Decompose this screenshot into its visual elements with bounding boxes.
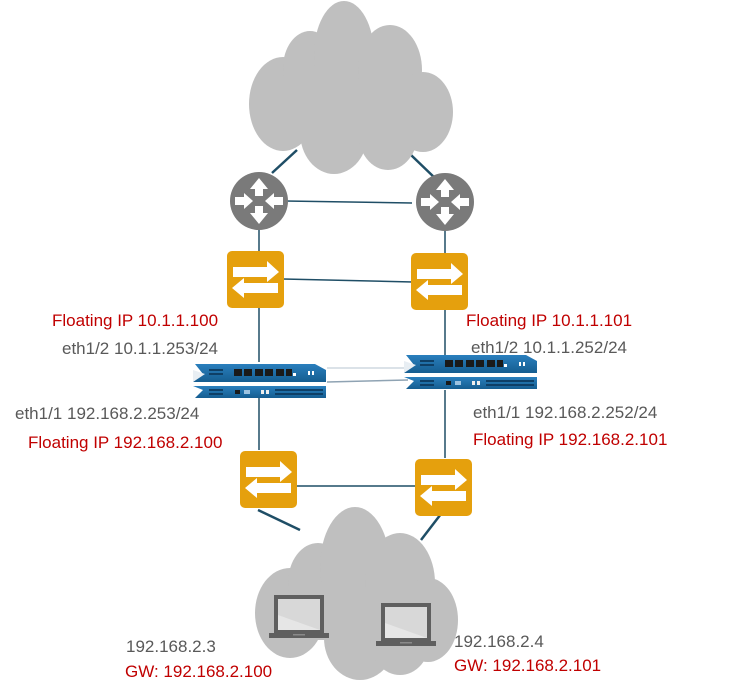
router-right-icon xyxy=(416,173,474,231)
network-links xyxy=(257,149,446,541)
host-left-gateway: GW: 192.168.2.100 xyxy=(125,662,273,681)
left-eth12-address: eth1/2 10.1.1.253/24 xyxy=(62,339,218,358)
internet-cloud-icon xyxy=(249,1,453,174)
left-eth11-address: eth1/1 192.168.2.253/24 xyxy=(15,404,200,423)
switch-top-right-icon xyxy=(411,253,468,310)
host-right-ip: 192.168.2.4 xyxy=(454,632,544,651)
link-switch-switch-top xyxy=(282,278,414,283)
switch-top-left-icon xyxy=(227,251,284,308)
router-left-icon xyxy=(230,172,288,230)
switch-bottom-left-icon xyxy=(240,451,297,508)
laptop-right-icon xyxy=(376,603,436,646)
left-floating-ip-top: Floating IP 10.1.1.100 xyxy=(52,311,219,330)
right-eth11-address: eth1/1 192.168.2.252/24 xyxy=(473,403,658,422)
left-floating-ip-bottom: Floating IP 192.168.2.100 xyxy=(28,433,223,452)
firewall-right-icon xyxy=(404,355,537,389)
right-floating-ip-bottom: Floating IP 192.168.2.101 xyxy=(473,430,668,449)
laptop-left-icon xyxy=(269,595,329,638)
link-ha2 xyxy=(326,379,409,383)
link-switch-lan-left xyxy=(257,508,301,532)
link-cloud-router-left xyxy=(271,149,298,174)
host-left-ip: 192.168.2.3 xyxy=(126,637,216,656)
host-right-gateway: GW: 192.168.2.101 xyxy=(454,656,602,675)
firewall-left-icon xyxy=(193,364,326,398)
link-router-router xyxy=(284,200,413,204)
right-eth12-address: eth1/2 10.1.1.252/24 xyxy=(471,338,627,357)
right-floating-ip-top: Floating IP 10.1.1.101 xyxy=(466,311,633,330)
switch-bottom-right-icon xyxy=(415,459,472,516)
